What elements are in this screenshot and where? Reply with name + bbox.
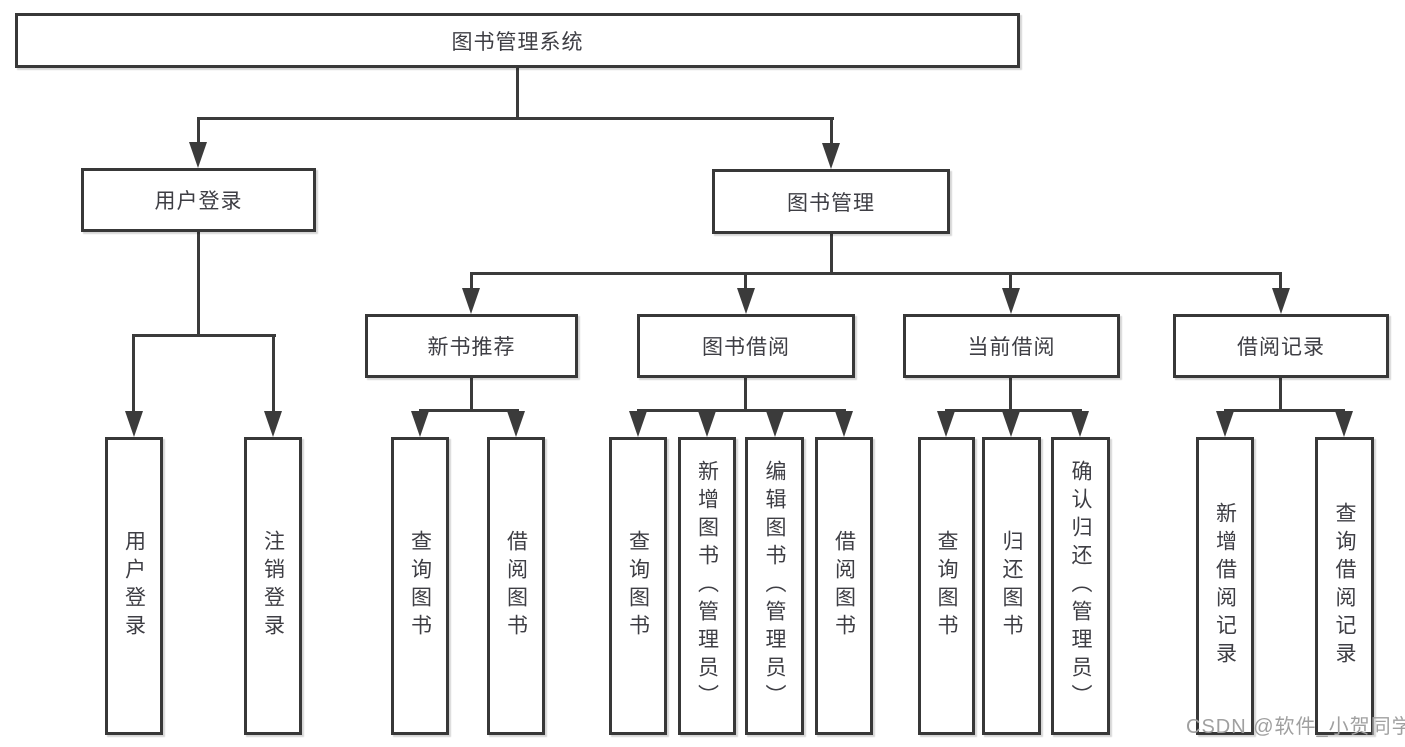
arrow-down-icon	[1002, 288, 1020, 314]
leaf-label: 查询图书	[935, 530, 958, 642]
arrow-down-icon	[835, 411, 853, 437]
arrow-down-icon	[629, 411, 647, 437]
connector-line	[1009, 272, 1012, 290]
leaf-query-books-current: 查询图书	[918, 437, 975, 735]
leaf-logout: 注销登录	[244, 437, 302, 735]
arrow-down-icon	[1272, 288, 1290, 314]
leaf-borrow-books-recommend: 借阅图书	[487, 437, 545, 735]
arrow-down-icon	[698, 411, 716, 437]
leaf-label: 新增借阅记录	[1213, 502, 1237, 670]
node-label: 图书借阅	[702, 336, 790, 359]
node-label: 当前借阅	[967, 336, 1056, 359]
connector-line	[197, 117, 834, 120]
arrow-down-icon	[822, 143, 840, 169]
node-borrowing-records: 借阅记录	[1173, 314, 1389, 378]
connector-line	[132, 334, 135, 413]
connector-line	[830, 117, 833, 145]
arrow-down-icon	[1071, 411, 1089, 437]
connector-line	[470, 378, 473, 411]
leaf-add-book-admin: 新增图书（管理员）	[678, 437, 736, 735]
leaf-label: 注销登录	[261, 530, 285, 642]
leaf-label: 确认归还（管理员）	[1069, 460, 1092, 712]
arrow-down-icon	[462, 288, 480, 314]
connector-line	[945, 409, 1082, 412]
leaf-label: 查询借阅记录	[1333, 502, 1356, 670]
leaf-label: 归还图书	[1000, 530, 1023, 642]
leaf-add-borrow-record: 新增借阅记录	[1196, 437, 1254, 735]
connector-line	[272, 334, 275, 413]
arrow-down-icon	[189, 142, 207, 168]
leaf-label: 借阅图书	[832, 530, 856, 642]
leaf-query-borrow-record: 查询借阅记录	[1315, 437, 1374, 735]
leaf-borrow-books: 借阅图书	[815, 437, 873, 735]
connector-line	[132, 334, 276, 337]
connector-line	[744, 272, 747, 290]
connector-line	[470, 272, 473, 290]
leaf-label: 借阅图书	[504, 530, 528, 642]
connector-line	[637, 409, 846, 412]
arrow-down-icon	[264, 411, 282, 437]
node-label: 图书管理	[787, 191, 875, 215]
leaf-edit-book-admin: 编辑图书（管理员）	[745, 437, 804, 735]
leaf-user-login: 用户登录	[105, 437, 163, 735]
connector-line	[419, 409, 519, 412]
leaf-return-books: 归还图书	[982, 437, 1041, 735]
leaf-label: 查询图书	[408, 530, 432, 642]
connector-line	[1279, 378, 1282, 411]
connector-line	[1279, 272, 1282, 290]
connector-line	[744, 378, 747, 411]
connector-line	[197, 232, 200, 336]
connector-line	[1224, 409, 1345, 412]
leaf-label: 用户登录	[122, 530, 146, 642]
node-label: 借阅记录	[1237, 336, 1325, 359]
node-label: 新书推荐	[427, 336, 516, 359]
arrow-down-icon	[1335, 411, 1353, 437]
node-new-book-recommendation: 新书推荐	[365, 314, 578, 378]
arrow-down-icon	[125, 411, 143, 437]
arrow-down-icon	[937, 411, 955, 437]
csdn-watermark: CSDN @软件_小贺同学	[1186, 716, 1405, 738]
connector-line	[470, 272, 1282, 275]
arrow-down-icon	[737, 288, 755, 314]
arrow-down-icon	[766, 411, 784, 437]
leaf-label: 查询图书	[626, 530, 650, 642]
arrow-down-icon	[1216, 411, 1234, 437]
connector-line	[830, 234, 833, 274]
leaf-label: 编辑图书（管理员）	[763, 460, 786, 712]
node-label: 图书管理系统	[451, 30, 584, 54]
connector-line	[197, 117, 200, 145]
leaf-confirm-return-admin: 确认归还（管理员）	[1051, 437, 1110, 735]
node-book-borrowing: 图书借阅	[637, 314, 855, 378]
node-book-management: 图书管理	[712, 169, 950, 234]
connector-line	[516, 68, 519, 118]
leaf-query-books-borrowing: 查询图书	[609, 437, 667, 735]
node-user-login: 用户登录	[81, 168, 316, 232]
leaf-label: 新增图书（管理员）	[695, 460, 719, 712]
arrow-down-icon	[411, 411, 429, 437]
arrow-down-icon	[1002, 411, 1020, 437]
node-current-borrowing: 当前借阅	[903, 314, 1120, 378]
arrow-down-icon	[507, 411, 525, 437]
node-label: 用户登录	[154, 190, 243, 213]
leaf-query-books-recommend: 查询图书	[391, 437, 449, 735]
connector-line	[1009, 378, 1012, 411]
node-library-management-system: 图书管理系统	[15, 13, 1020, 68]
